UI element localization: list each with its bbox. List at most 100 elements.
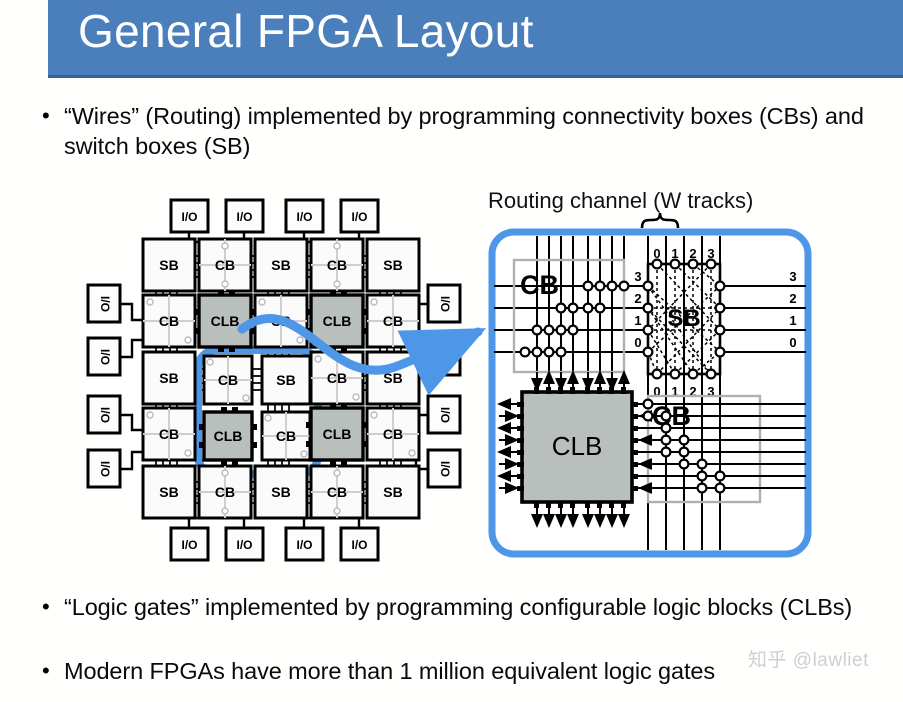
- bullet-text-2: “Logic gates” implemented by programming…: [64, 594, 853, 620]
- svg-text:I/O: I/O: [236, 210, 252, 224]
- svg-text:CB: CB: [327, 484, 347, 500]
- svg-text:0: 0: [789, 335, 796, 350]
- svg-text:SB: SB: [271, 484, 290, 500]
- svg-text:SB: SB: [276, 372, 295, 388]
- svg-text:3: 3: [634, 269, 641, 284]
- svg-text:0: 0: [653, 384, 660, 399]
- grid-row-3: SB CB SB CB: [141, 350, 421, 406]
- svg-text:CB: CB: [327, 257, 347, 273]
- bullet-text-1: “Wires” (Routing) implemented by program…: [64, 103, 864, 159]
- bullet-text-3: Modern FPGAs have more than 1 million eq…: [64, 658, 716, 684]
- switch-box: SB: [260, 354, 312, 406]
- svg-text:I/O: I/O: [296, 210, 312, 224]
- svg-text:SB: SB: [383, 484, 402, 500]
- clb-io-arrows-left: [497, 398, 519, 494]
- grid-row-1: SB CB SB CB: [141, 237, 421, 293]
- svg-text:2: 2: [789, 291, 796, 306]
- connection-box: CB: [141, 293, 197, 349]
- io-pad: I/O: [224, 508, 265, 562]
- clb-pins-top: [534, 387, 626, 394]
- io-pad: I/O: [86, 336, 148, 377]
- svg-text:1: 1: [671, 384, 678, 399]
- svg-text:I/O: I/O: [98, 296, 112, 312]
- switch-box: SB: [365, 237, 421, 293]
- svg-text:CB: CB: [383, 426, 403, 442]
- sb-right-tracks: [720, 285, 806, 353]
- sb-terminals: [642, 258, 726, 380]
- svg-text:SB: SB: [159, 484, 178, 500]
- svg-text:I/O: I/O: [236, 538, 252, 552]
- page-title: General FPGA Layout: [78, 5, 534, 57]
- svg-text:SB: SB: [159, 370, 178, 386]
- svg-text:SB: SB: [159, 257, 178, 273]
- sb-dashed-links: [647, 263, 721, 375]
- io-pad: I/O: [284, 198, 325, 252]
- switch-box-detail: SB: [642, 258, 726, 380]
- clb-pins-bottom: [534, 501, 626, 508]
- cb-switch-points-top: [519, 280, 630, 358]
- switch-box: SB: [141, 464, 197, 520]
- logic-block: CLB: [306, 403, 368, 465]
- io-pad: I/O: [86, 448, 148, 489]
- track-labels-left: 3 2 1 0: [634, 269, 641, 350]
- svg-text:3: 3: [789, 269, 796, 284]
- bullet-item-1: • “Wires” (Routing) implemented by progr…: [42, 101, 892, 161]
- svg-text:CLB: CLB: [211, 313, 240, 329]
- switch-box: SB: [253, 237, 309, 293]
- bullet-marker-icon: •: [42, 658, 50, 683]
- svg-text:I/O: I/O: [181, 538, 197, 552]
- switch-box: SB: [253, 464, 309, 520]
- svg-text:3: 3: [707, 246, 714, 261]
- svg-text:SB: SB: [271, 257, 290, 273]
- svg-text:CB: CB: [159, 313, 179, 329]
- svg-text:CB: CB: [159, 426, 179, 442]
- svg-text:1: 1: [671, 246, 678, 261]
- svg-text:CB: CB: [218, 372, 238, 388]
- grid-row-5: SB CB SB CB: [141, 464, 421, 520]
- svg-text:0: 0: [653, 246, 660, 261]
- svg-text:CB: CB: [327, 370, 347, 386]
- io-pad: I/O: [86, 283, 148, 324]
- cb-label-top: CB: [520, 270, 559, 300]
- bullet-marker-icon: •: [42, 594, 50, 619]
- svg-text:I/O: I/O: [296, 538, 312, 552]
- logic-block: CLB: [194, 290, 256, 352]
- io-pad: I/O: [400, 283, 462, 324]
- cb-bottom-input-arrows: [638, 410, 700, 494]
- w-tracks-brace: [640, 212, 680, 229]
- switch-box: SB: [141, 237, 197, 293]
- svg-text:CB: CB: [276, 428, 296, 444]
- svg-text:2: 2: [689, 246, 696, 261]
- right-detail-panel: Routing channel (W tracks): [488, 188, 812, 558]
- io-pad: I/O: [284, 508, 325, 562]
- track-labels-bottom: 0 1 2 3: [653, 384, 714, 399]
- cb-bottom-switch-points: [642, 398, 726, 494]
- svg-text:SB: SB: [383, 257, 402, 273]
- clb-pins-right: [631, 402, 638, 491]
- connection-box-bottom: CB: [638, 394, 806, 504]
- grid-row-4: CB CLB CB CLB: [141, 403, 421, 465]
- svg-text:CLB: CLB: [323, 313, 352, 329]
- svg-text:I/O: I/O: [98, 407, 112, 423]
- clb-label: CLB: [552, 431, 603, 461]
- connection-box: CB: [202, 354, 254, 406]
- svg-text:I/O: I/O: [98, 461, 112, 477]
- svg-text:I/O: I/O: [351, 210, 367, 224]
- switch-box: SB: [141, 350, 197, 406]
- svg-text:I/O: I/O: [351, 538, 367, 552]
- svg-text:2: 2: [634, 291, 641, 306]
- svg-text:CB: CB: [383, 313, 403, 329]
- io-pad: I/O: [86, 394, 148, 435]
- svg-text:I/O: I/O: [438, 407, 452, 423]
- svg-text:2: 2: [689, 384, 696, 399]
- svg-text:0: 0: [634, 335, 641, 350]
- sb-label: SB: [667, 305, 700, 332]
- logic-block-detail: CLB: [497, 387, 638, 528]
- left-fpga-grid-diagram: I/O I/O I/O I/O I/O: [86, 198, 462, 562]
- svg-text:I/O: I/O: [181, 210, 197, 224]
- switch-box: SB: [365, 464, 421, 520]
- svg-text:CB: CB: [215, 484, 235, 500]
- bullet-marker-icon: •: [42, 103, 50, 128]
- clb-output-arrows-bottom: [531, 508, 630, 528]
- fpga-figure-svg: I/O I/O I/O I/O I/O: [86, 188, 812, 562]
